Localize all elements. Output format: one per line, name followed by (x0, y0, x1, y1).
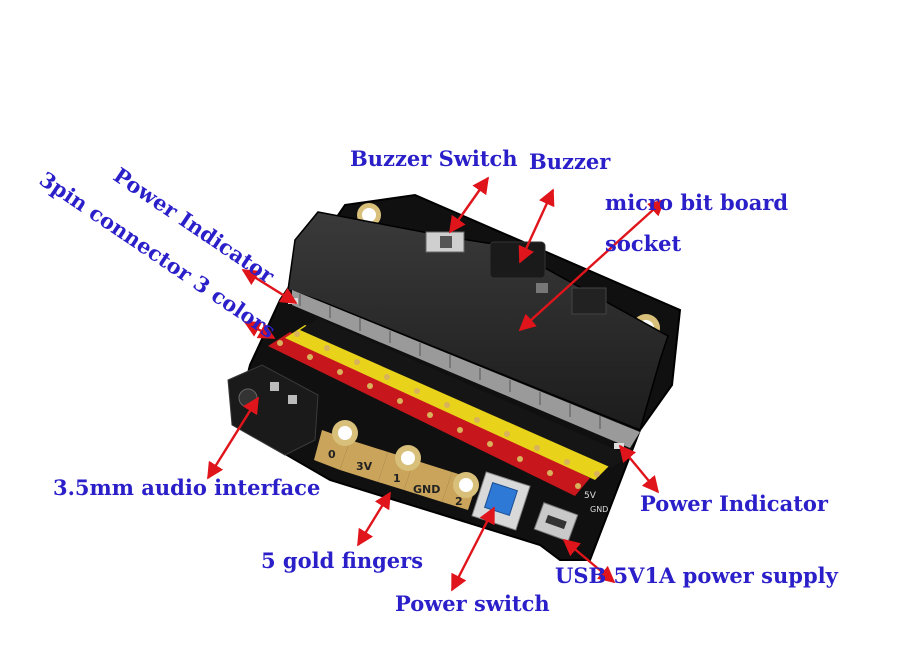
arrow-buzzer-switch (449, 176, 489, 234)
arrow-power-indicator-right (618, 444, 660, 494)
arrow-audio (206, 396, 260, 480)
label-socket-line1: micro bit board (605, 190, 789, 215)
finger-label: 2 (455, 495, 463, 508)
arrow-socket (518, 198, 666, 332)
arrow-power-indicator-left (241, 268, 298, 305)
finger-label: 3V (356, 460, 373, 473)
arrow-power-switch (450, 506, 496, 592)
edge-mark: 5V (584, 491, 597, 501)
label-buzzer-switch: Buzzer Switch (350, 146, 518, 171)
label-socket-line2: socket (605, 231, 682, 256)
label-audio-interface: 3.5mm audio interface (53, 475, 321, 500)
label-buzzer: Buzzer (529, 149, 611, 174)
callout-arrows (206, 176, 666, 592)
buzzer (489, 241, 546, 279)
finger-label: 0 (328, 448, 336, 461)
finger-label: GND (413, 483, 440, 496)
label-power-switch: Power switch (395, 591, 550, 616)
edge-mark: GND (590, 505, 608, 514)
label-power-indicator-right: Power Indicator (640, 491, 828, 516)
arrow-usb (562, 538, 616, 584)
finger-label: 1 (393, 472, 401, 485)
label-gold-fingers: 5 gold fingers (261, 548, 424, 573)
buzzer-switch-knob (440, 236, 452, 248)
gold-fingers (314, 420, 479, 510)
socket-contacts (292, 290, 640, 448)
label-usb-supply: USB 5V1A power supply (555, 563, 838, 588)
arrow-pin-connector (243, 320, 276, 340)
header-black-row (300, 318, 628, 468)
arrow-gold-fingers (356, 491, 392, 547)
